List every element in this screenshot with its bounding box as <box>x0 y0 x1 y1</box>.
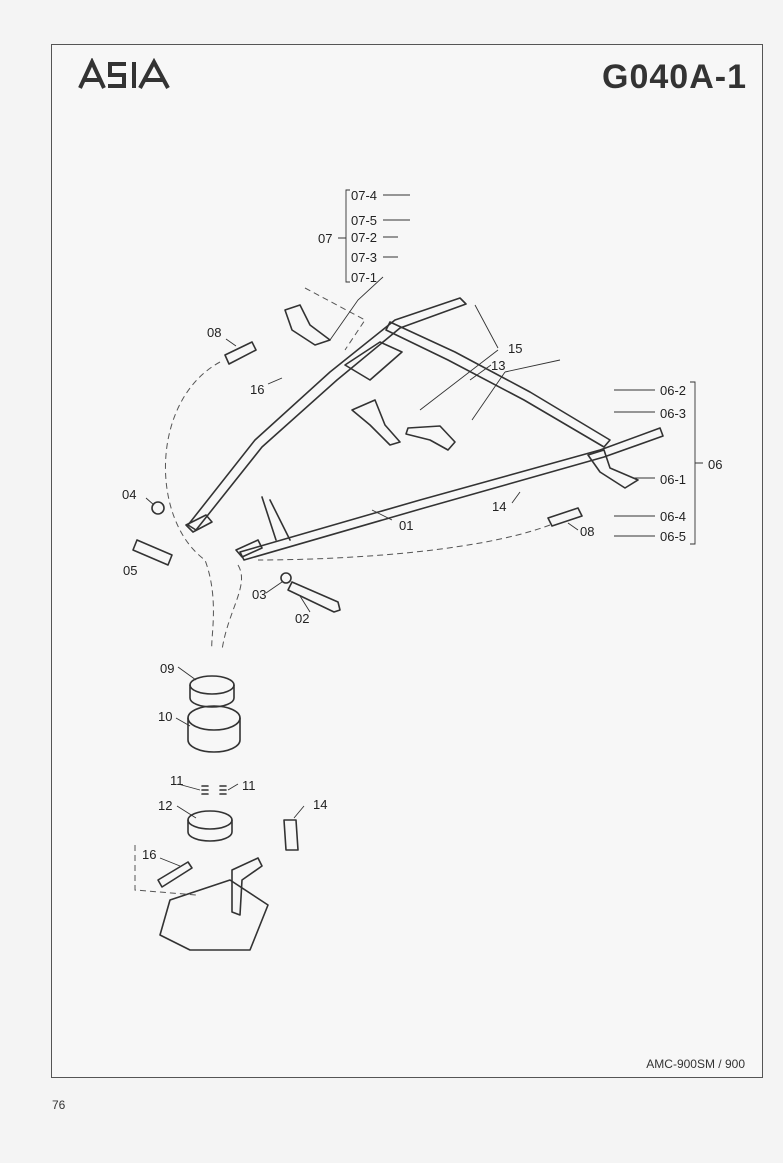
spring-11-left <box>201 785 209 795</box>
cable-end-08-bottom <box>547 507 583 527</box>
cable-route-upper <box>304 287 366 351</box>
collar-12-body <box>187 819 233 842</box>
label-01: 01 <box>399 518 413 533</box>
pedal-arm-left <box>351 399 401 446</box>
label-13: 13 <box>491 358 505 373</box>
pedal-arm-right <box>405 425 456 451</box>
label-06-3: 06-3 <box>660 406 686 421</box>
label-09: 09 <box>160 661 174 676</box>
label-14-top: 14 <box>492 499 506 514</box>
label-14-bottom: 14 <box>313 797 327 812</box>
frame-foot <box>185 514 263 558</box>
label-06-4: 06-4 <box>660 509 686 524</box>
spring-11-right <box>219 785 227 795</box>
cable-end-14-lower <box>283 819 299 851</box>
label-07-3: 07-3 <box>351 250 377 265</box>
label-15: 15 <box>508 341 522 356</box>
cable-end-08-top <box>224 341 257 365</box>
page-code: G040A-1 <box>602 58 747 96</box>
frame-mount-bracket <box>261 496 291 541</box>
frame-crossbar <box>385 321 611 448</box>
coupler-09 <box>189 675 235 695</box>
frame-tube-left <box>187 297 467 531</box>
model-name: AMC-900SM / 900 <box>646 1057 745 1071</box>
collar-12 <box>187 810 233 830</box>
cable-route-center <box>221 564 243 651</box>
label-07-2: 07-2 <box>351 230 377 245</box>
hub-10-body <box>187 717 241 753</box>
base-bracket <box>159 879 269 951</box>
page-number: 76 <box>52 1098 66 1112</box>
label-12: 12 <box>158 798 172 813</box>
label-10: 10 <box>158 709 172 724</box>
label-06-5: 06-5 <box>660 529 686 544</box>
label-05: 05 <box>123 563 137 578</box>
coupler-09-body <box>189 684 235 708</box>
label-06: 06 <box>708 457 722 472</box>
lever-bracket-right <box>587 449 639 489</box>
label-08-bottom: 08 <box>580 524 594 539</box>
label-06-1: 06-1 <box>660 472 686 487</box>
cable-route-left <box>164 361 221 651</box>
label-11-right: 11 <box>242 778 256 793</box>
label-07: 07 <box>318 231 332 246</box>
label-02: 02 <box>295 611 309 626</box>
label-16-bottom: 16 <box>142 847 156 862</box>
label-04: 04 <box>122 487 136 502</box>
label-07-5: 07-5 <box>351 213 377 228</box>
label-07-1: 07-1 <box>351 270 377 285</box>
label-08-top: 08 <box>207 325 221 340</box>
asia-logo-icon <box>78 58 170 89</box>
pedal-plate <box>344 341 403 381</box>
cable-end-16-lower <box>157 861 193 888</box>
label-07-4: 07-4 <box>351 188 377 203</box>
cable-route-right <box>257 524 551 561</box>
lever-bracket <box>284 304 331 346</box>
sleeve-05 <box>132 539 173 566</box>
label-16-top: 16 <box>250 382 264 397</box>
label-06-2: 06-2 <box>660 383 686 398</box>
frame-tube-front <box>239 427 664 561</box>
label-03: 03 <box>252 587 266 602</box>
bolt-02 <box>287 581 341 613</box>
washer-03 <box>280 572 292 584</box>
base-bracket-post <box>231 857 263 916</box>
hub-10 <box>187 705 241 731</box>
label-11-left: 11 <box>170 773 184 788</box>
spacer-04 <box>151 501 165 515</box>
cable-route-lower <box>134 845 197 896</box>
